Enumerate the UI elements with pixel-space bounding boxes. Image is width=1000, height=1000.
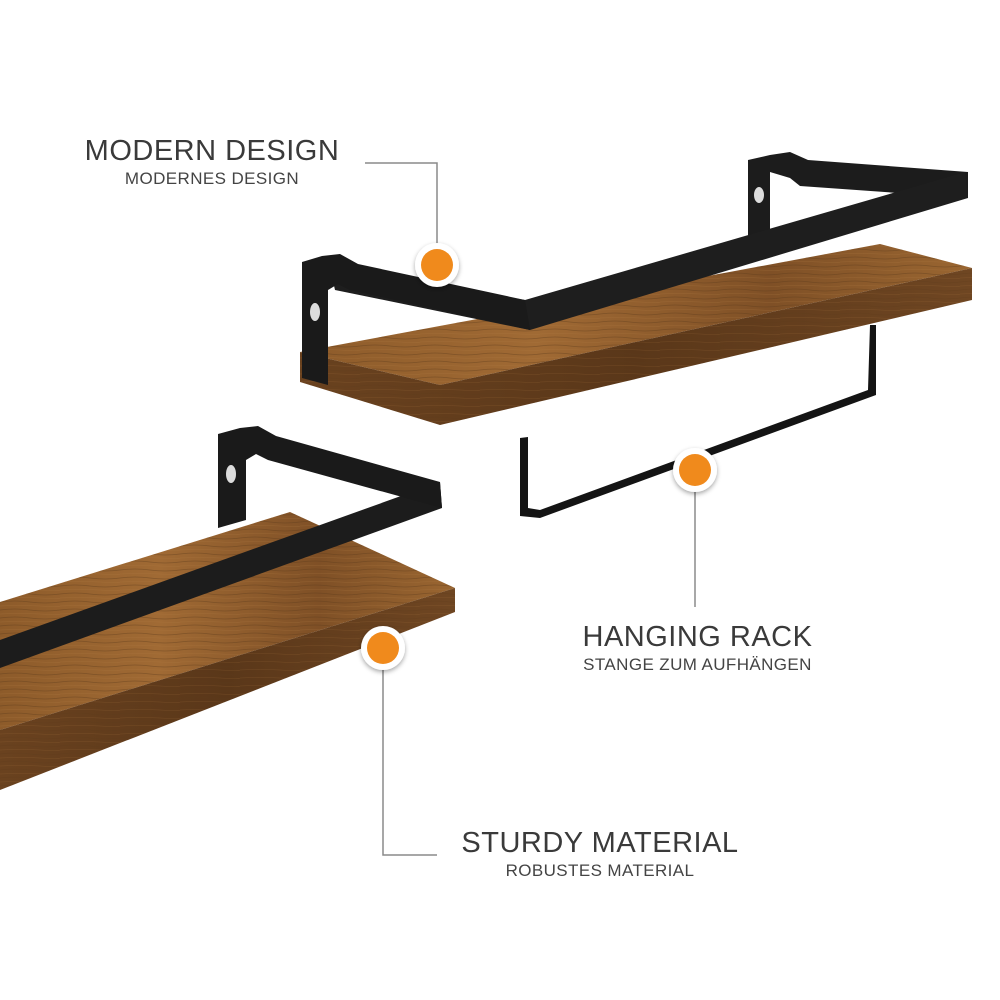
modern-design-title: MODERN DESIGN	[84, 135, 340, 167]
modern-design-subtitle: MODERNES DESIGN	[124, 169, 300, 188]
modern-design-marker	[415, 243, 459, 287]
sturdy-material-subtitle: ROBUSTES MATERIAL	[505, 861, 695, 880]
callout-markers	[361, 243, 717, 670]
sturdy-material-leader	[382, 668, 437, 856]
upper-shelf-right-bracket	[748, 152, 968, 240]
hanging-rack-marker	[673, 448, 717, 492]
modern-design-callout: MODERN DESIGN MODERNES DESIGN	[80, 134, 344, 190]
sturdy-material-marker	[361, 626, 405, 670]
leader-lines	[365, 162, 696, 856]
modern-design-leader	[365, 162, 438, 248]
upper-shelf-left-bracket	[302, 254, 530, 385]
lower-shelf	[0, 426, 455, 790]
hanging-rack-title: HANGING RACK	[582, 621, 813, 653]
sturdy-material-title: STURDY MATERIAL	[461, 827, 739, 859]
hanging-rack-subtitle: STANGE ZUM AUFHÄNGEN	[583, 655, 812, 674]
hanging-rack-callout: HANGING RACK STANGE ZUM AUFHÄNGEN	[555, 620, 840, 676]
lower-shelf-left-bracket	[218, 426, 442, 528]
upper-shelf	[300, 152, 972, 518]
lower-shelf-guard-rail	[0, 482, 442, 668]
sturdy-material-callout: STURDY MATERIAL ROBUSTES MATERIAL	[455, 826, 745, 882]
